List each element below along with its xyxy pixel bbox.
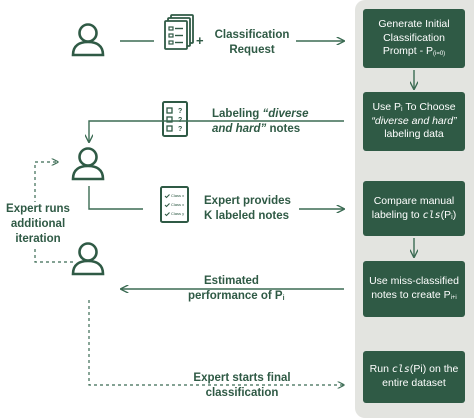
label-line: Estimated bbox=[204, 275, 259, 287]
step-code: cls bbox=[422, 209, 441, 221]
label-text: “diverse bbox=[262, 108, 309, 120]
step-text: entire dataset bbox=[382, 377, 446, 389]
step-sub: (i=0) bbox=[433, 51, 446, 58]
person-icon bbox=[71, 242, 105, 276]
label-line: classification bbox=[205, 386, 279, 399]
person-icon bbox=[71, 147, 105, 181]
step-text: (Pi) on the bbox=[409, 363, 459, 376]
step-choose-labeling-data: Use Pi To Choose “diverse and hard” labe… bbox=[363, 92, 465, 151]
estimated-performance-label: Estimated performance of Pi bbox=[188, 274, 285, 304]
iteration-line: iteration bbox=[15, 232, 61, 245]
question-mark: ? bbox=[178, 126, 182, 133]
document-stack-icon bbox=[164, 14, 194, 50]
person-icon bbox=[71, 23, 105, 57]
arrow-final-classification bbox=[88, 300, 344, 385]
step-run-on-dataset: Run cls(Pi) on the entire dataset bbox=[363, 351, 465, 403]
classification-request-label: Classification Request bbox=[202, 28, 302, 58]
step-text: “diverse and hard” bbox=[371, 114, 457, 127]
step-text: Classification bbox=[383, 31, 445, 44]
step-text: Prompt - P bbox=[382, 45, 433, 58]
final-classification-label: Expert starts final classification bbox=[176, 371, 308, 401]
step-compare-manual-labeling: Compare manual labeling to cls(Pi) bbox=[363, 181, 465, 236]
step-text: Run bbox=[369, 363, 392, 376]
label-line: Expert starts final bbox=[193, 372, 291, 384]
label-line: Classification bbox=[214, 29, 290, 41]
plus-sign: + bbox=[196, 33, 204, 48]
class-tag: Class x bbox=[171, 193, 184, 198]
step-generate-initial-prompt: Generate Initial Classification Prompt -… bbox=[363, 9, 465, 68]
step-text: Compare manual bbox=[373, 194, 455, 207]
step-text: ) bbox=[452, 208, 457, 221]
step-text: labeling to bbox=[371, 208, 423, 221]
question-mark: ? bbox=[178, 108, 182, 115]
checklist-class-icon: Class x Class x Class y bbox=[160, 186, 189, 223]
label-line: performance of P bbox=[188, 289, 283, 302]
label-sub: i bbox=[282, 294, 285, 302]
step-sub: i bbox=[401, 106, 403, 114]
iteration-line: Expert runs bbox=[6, 203, 70, 215]
step-code: cls bbox=[391, 364, 410, 376]
expert-provides-label: Expert provides K labeled notes bbox=[204, 194, 291, 224]
step-text: To Choose bbox=[402, 101, 456, 114]
class-tag: Class x bbox=[171, 202, 184, 207]
step-text: (P bbox=[440, 208, 452, 221]
label-text: Labeling bbox=[212, 108, 263, 120]
iteration-loop-arrow bbox=[34, 162, 73, 263]
checklist-question-icon: ? ? ? bbox=[162, 101, 188, 137]
label-text: notes bbox=[266, 122, 301, 135]
label-line: K labeled notes bbox=[204, 209, 289, 222]
step-text: Use miss-classified bbox=[369, 275, 459, 288]
step-create-new-prompt: Use miss-classified notes to create Pi+i bbox=[363, 261, 465, 317]
labeling-label: Labeling “diverse and hard” notes bbox=[212, 107, 309, 137]
step-text: labeling data bbox=[384, 128, 444, 141]
class-tag: Class y bbox=[171, 211, 184, 216]
label-line: Request bbox=[229, 43, 275, 56]
connector-expert-to-labels bbox=[88, 186, 143, 210]
step-text: Use P bbox=[372, 101, 402, 114]
iteration-label: Expert runs additional iteration bbox=[2, 202, 74, 247]
label-line: Expert provides bbox=[204, 195, 291, 207]
step-sub: i+i bbox=[450, 294, 457, 301]
arrow-step2-to-expert bbox=[89, 120, 344, 142]
iteration-line: additional bbox=[10, 217, 66, 230]
step-text: Generate Initial bbox=[378, 17, 450, 30]
step-sub: i bbox=[451, 213, 453, 221]
label-text: and hard” bbox=[212, 122, 267, 135]
step-text: notes to create P bbox=[371, 288, 451, 301]
